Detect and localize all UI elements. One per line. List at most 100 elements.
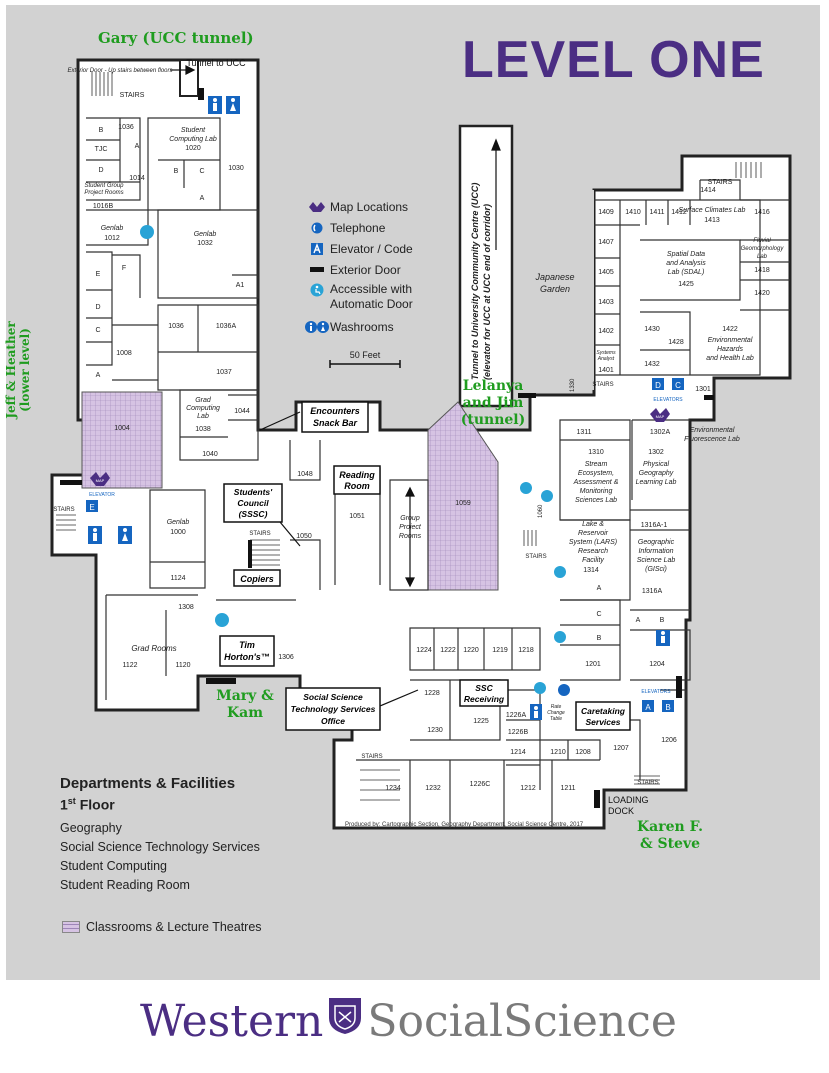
annotation-text: and Jim	[462, 395, 524, 411]
svg-text:Reading: Reading	[339, 470, 375, 480]
room-label: A	[96, 372, 101, 379]
room-label: 1409	[598, 209, 614, 216]
tunnel-label: Tunnel to University Community Centre (U…	[470, 183, 480, 380]
stairs-label: STAIRS	[525, 554, 546, 560]
room-label: 1059	[455, 500, 471, 507]
room-label: 1204	[649, 661, 665, 668]
room-text: Lab	[197, 413, 209, 420]
room-label: D	[95, 304, 100, 311]
japanese-garden	[516, 190, 594, 390]
room-text: Facility	[582, 557, 604, 564]
room-label: 1302A	[650, 429, 671, 436]
room-text: Genlab	[101, 225, 124, 232]
room-label: 1306	[278, 654, 294, 661]
room-text: Computing	[186, 405, 220, 412]
room-text: System (LARS)	[569, 539, 617, 546]
room-text: Monitoring	[580, 488, 613, 495]
room-label: B	[174, 168, 179, 175]
callout-ssc-receiving: SSC Receiving	[459, 679, 509, 707]
room-label: 1122	[122, 662, 137, 669]
elevator-icon	[304, 241, 330, 257]
legend-label: Washrooms	[330, 320, 394, 334]
room-label: 1044	[234, 408, 250, 415]
room-text: Computing Lab	[169, 136, 217, 143]
room-text: Environmental	[690, 427, 735, 434]
room-label: 1124	[170, 575, 185, 582]
room-label: 1416	[754, 209, 770, 216]
room-label: 1051	[349, 513, 365, 520]
exterior-door-note: Exterior Door - Up stairs between floors	[67, 68, 172, 74]
map-location-marker: MAP	[650, 408, 670, 422]
svg-text:C: C	[675, 381, 681, 390]
stairs-label: STAIRS	[592, 382, 613, 388]
legend-map-locations: Map Locations	[304, 198, 408, 216]
room-text: Lab (SDAL)	[668, 269, 705, 276]
room-text: Hazards	[717, 346, 744, 353]
room-text: Student Group	[84, 183, 124, 189]
room-label: 1220	[463, 647, 479, 654]
room-text: Lake &	[582, 521, 604, 528]
legend-accessible: Accessible with Automatic Door	[304, 282, 413, 314]
callout-tim-hortons: Tim Horton's™	[219, 635, 275, 667]
room-text: Project Rooms	[84, 190, 123, 196]
room-text: Physical	[643, 461, 670, 468]
room-text: Geomorphology	[741, 246, 785, 252]
room-text: Information	[638, 548, 673, 555]
room-label: A	[636, 617, 641, 624]
room-text: Reservoir	[578, 530, 609, 537]
legend-label: Exterior Door	[330, 263, 401, 277]
room-label: 1201	[585, 661, 601, 668]
room-label: A	[200, 195, 205, 202]
western-social-science-logo: Western SocialScience	[140, 996, 677, 1047]
room-text: Rate	[551, 704, 562, 710]
department-item: Student Computing	[60, 858, 168, 873]
classroom-1004	[81, 391, 163, 489]
svg-text:ELEVATORS: ELEVATORS	[641, 689, 671, 695]
annotation-karen-steve: Karen F. & Steve	[630, 819, 710, 853]
map-credit: Produced by: Cartographic Section, Geogr…	[345, 822, 584, 828]
room-label: 1030	[228, 165, 244, 172]
room-label: 1420	[754, 290, 770, 297]
room-label: 1402	[598, 328, 614, 335]
washroom-glyphs	[93, 98, 665, 718]
svg-text:50 Feet: 50 Feet	[350, 350, 381, 360]
room-label: 1206	[661, 737, 677, 744]
svg-text:E: E	[89, 503, 94, 512]
accessible-door-icon	[304, 282, 330, 298]
building-outline	[50, 58, 792, 830]
room-label: STAIRS	[120, 92, 145, 99]
svg-text:Technology Services: Technology Services	[291, 704, 376, 714]
floor-heading: 1st Floor	[60, 796, 115, 813]
room-label: 1036A	[216, 323, 237, 330]
svg-text:Horton's™: Horton's™	[224, 652, 270, 662]
room-label: 1050	[296, 533, 312, 540]
room-label: 1224	[416, 647, 432, 654]
room-label: D	[98, 167, 103, 174]
tunnel-to-ucc-label: Tunnel to UCC	[186, 58, 246, 68]
room-label: 1316A	[642, 588, 663, 595]
room-text: Fluvial	[753, 238, 771, 244]
legend-label: Map Locations	[330, 200, 409, 214]
room-label: 1412	[671, 209, 687, 216]
svg-text:Council: Council	[237, 498, 269, 508]
svg-text:Tim: Tim	[239, 640, 255, 650]
room-label: C	[199, 168, 204, 175]
room-label: A1	[236, 282, 245, 289]
callout-sstso: Social Science Technology Services Offic…	[285, 687, 381, 731]
room-text: Garden	[540, 284, 570, 294]
room-label: 1218	[518, 647, 534, 654]
legend-label: Automatic Door	[330, 297, 413, 311]
room-label: 1014	[129, 175, 145, 182]
svg-text:Services: Services	[586, 717, 621, 727]
room-label: 1225	[473, 718, 489, 725]
callout-reading-room: Reading Room	[333, 465, 381, 495]
room-text: Fluorescence Lab	[684, 436, 740, 443]
room-label: B	[597, 635, 602, 642]
telephone-icon	[304, 220, 330, 236]
callout-caretaking: Caretaking Services	[575, 701, 631, 731]
room-label: 1311	[576, 429, 591, 436]
legend-telephone: Telephone	[304, 219, 385, 237]
legend-exterior-door: Exterior Door	[304, 261, 401, 279]
callout-encounters: Encounters Snack Bar	[301, 401, 369, 433]
